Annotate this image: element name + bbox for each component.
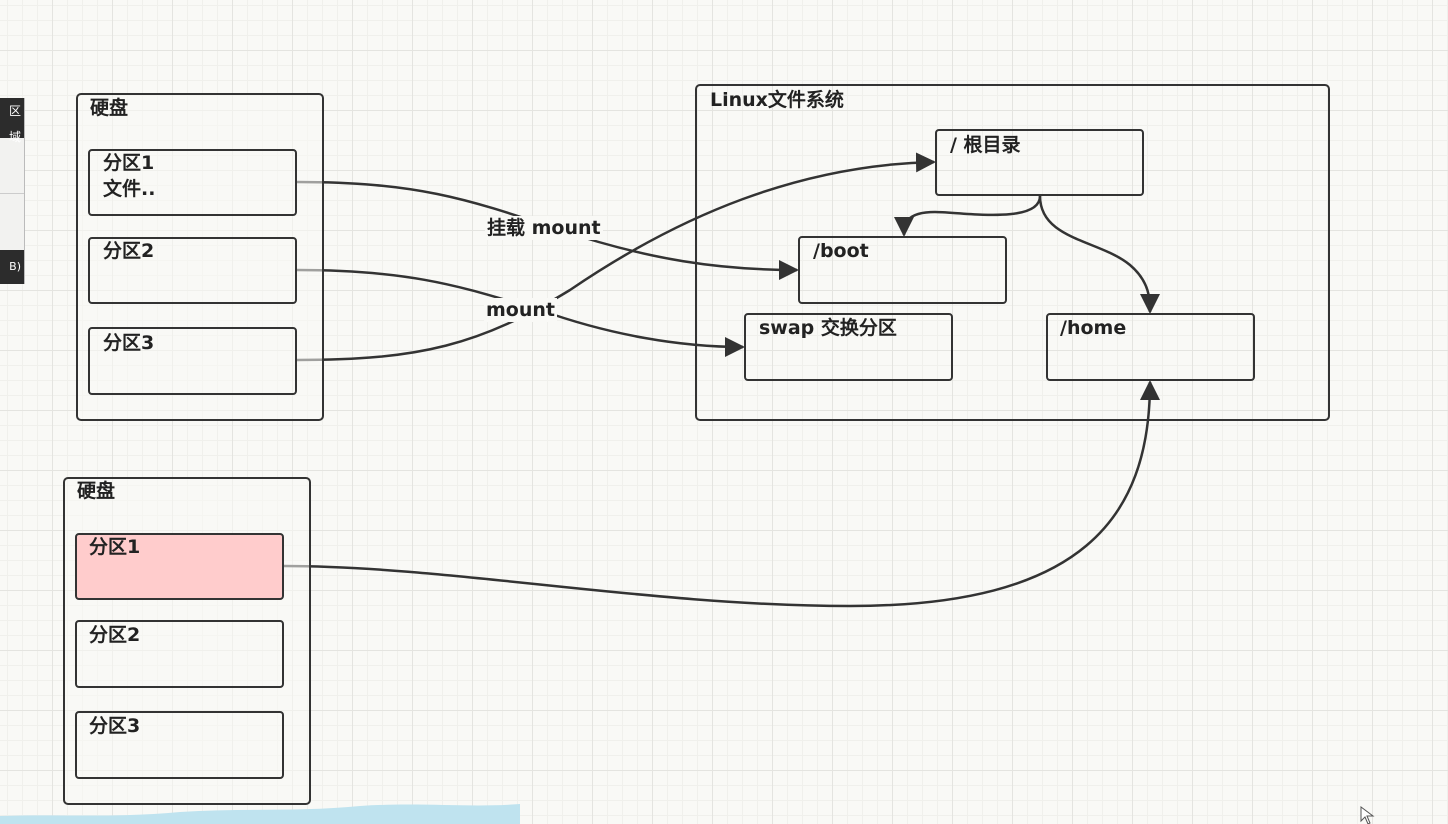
disk1-partition-2-label: 分区2 xyxy=(103,240,155,262)
divider xyxy=(0,193,24,194)
edge-part3-root xyxy=(296,152,936,362)
decorative-strip xyxy=(0,804,520,824)
disk2-partition-3-label: 分区3 xyxy=(89,715,141,737)
disk2-partition-1 xyxy=(75,533,284,600)
edge-label-mount-1: 挂载 mount xyxy=(485,216,603,240)
edge-disk2-part1-home xyxy=(283,380,1160,608)
disk2-partition-1-label: 分区1 xyxy=(89,536,141,558)
disk2-title: 硬盘 xyxy=(77,480,116,502)
disk2-container xyxy=(63,477,311,805)
disk1-partition-1-sub: 文件.. xyxy=(103,178,156,200)
linux-fs-title: Linux文件系统 xyxy=(710,89,844,111)
disk1-partition-3 xyxy=(88,327,297,395)
side-panel-header: 区域 xyxy=(0,98,24,144)
disk2-partition-2-label: 分区2 xyxy=(89,624,141,646)
edge-root-home xyxy=(1038,195,1160,314)
boot-dir-label: /boot xyxy=(813,240,869,262)
disk2-partition-3 xyxy=(75,711,284,779)
disk2-partition-2 xyxy=(75,620,284,688)
edge-root-boot xyxy=(894,195,1042,237)
edge-label-mount-2: mount xyxy=(484,298,557,322)
home-dir-node xyxy=(1046,313,1255,381)
side-panel-footer: B) xyxy=(0,250,24,284)
disk1-partition-3-label: 分区3 xyxy=(103,332,155,354)
linux-fs-container xyxy=(695,84,1330,421)
boot-dir-node xyxy=(798,236,1007,304)
mouse-cursor-icon xyxy=(1360,806,1375,824)
swap-label: swap 交换分区 xyxy=(759,317,897,339)
disk1-partition-2 xyxy=(88,237,297,304)
disk1-partition-1-label: 分区1 xyxy=(103,152,155,174)
disk1-container xyxy=(76,93,324,421)
side-panel-fragment: 区域 B) xyxy=(0,98,25,284)
disk1-partition-1 xyxy=(88,149,297,216)
home-dir-label: /home xyxy=(1060,317,1127,339)
swap-node xyxy=(744,313,953,381)
root-dir-label: / 根目录 xyxy=(950,134,1021,156)
root-dir-node xyxy=(935,129,1144,196)
disk1-title: 硬盘 xyxy=(90,97,129,119)
